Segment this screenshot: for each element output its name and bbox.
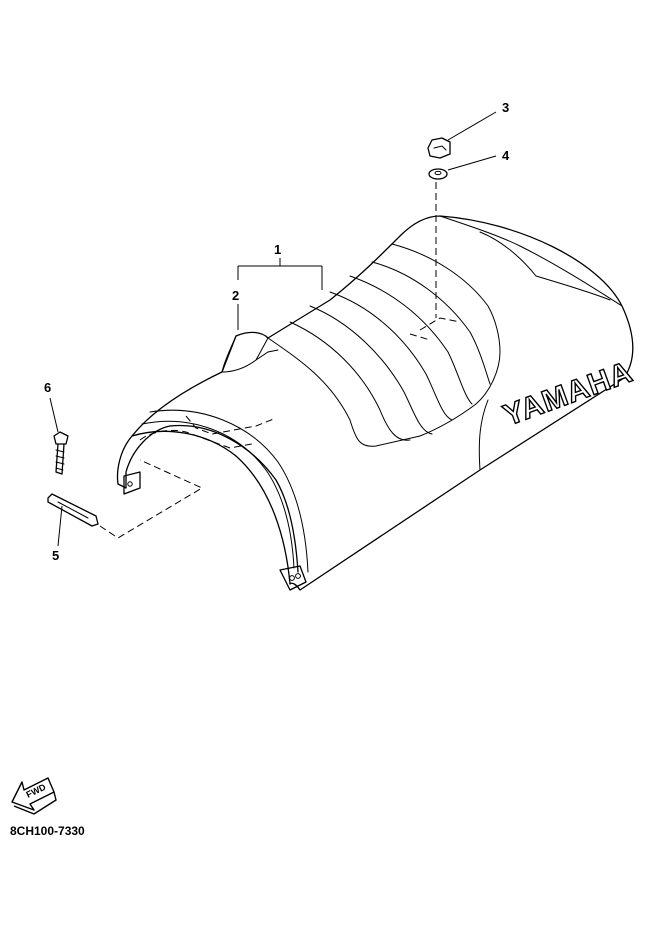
rear-mount-tab: [279, 565, 307, 591]
cushion-rib-2: [289, 321, 411, 441]
strap-clip-icon: [47, 493, 99, 527]
screw-shank: [55, 443, 65, 475]
fwd-arrow-shadow: [13, 791, 57, 815]
callout-3: 3: [502, 100, 509, 115]
cushion-rib-6: [371, 261, 491, 385]
hidden-stud-line: [419, 317, 461, 331]
part-code-label: 8CH100-7330: [10, 824, 85, 838]
screw-part: [53, 431, 69, 475]
seat-outline: [131, 215, 634, 591]
fwd-arrow-icon: [11, 777, 55, 811]
seat-front-lip: [221, 335, 269, 373]
washer-hole: [434, 170, 442, 176]
seat-front-lip-edge: [255, 349, 279, 361]
cap-nut-icon: [427, 137, 451, 159]
callout-3-leader: [447, 111, 497, 141]
callout-5: 5: [52, 548, 59, 563]
callout-1: 1: [274, 242, 281, 257]
front-arch-inner: [169, 424, 299, 573]
front-arch-left: [116, 425, 171, 489]
clip-install-line: [99, 459, 204, 539]
strap-clip-slot: [57, 501, 89, 519]
callout-2: 2: [232, 288, 239, 303]
callout-6-leader: [49, 397, 59, 433]
hidden-stud-line-2: [409, 333, 431, 341]
cushion-rear-edge: [419, 351, 501, 437]
callout-5-leader: [57, 505, 63, 547]
strap-clip-part: [47, 493, 99, 527]
washer-part: [428, 168, 448, 180]
screw-head-icon: [53, 431, 69, 445]
rear-mount-tab-hole-2: [295, 573, 301, 579]
washer-icon: [428, 168, 448, 180]
seat-side-skirt-line: [478, 399, 489, 471]
seat-rear-hump-line: [439, 215, 623, 307]
callout-4: 4: [502, 148, 510, 163]
front-mount-tab-hole: [127, 481, 133, 487]
cushion-rib-5: [349, 275, 473, 405]
callout-1-leader: [237, 258, 323, 290]
seat-rear-panel-line: [479, 231, 611, 301]
hidden-frame-line-1: [139, 429, 253, 449]
front-arch-edge-inner: [141, 420, 295, 569]
cushion-rib-1: [267, 337, 421, 447]
cushion-rib-4: [329, 291, 453, 421]
cushion-rib-3: [309, 305, 433, 435]
callout-6: 6: [44, 380, 51, 395]
screw-thread: [55, 449, 65, 471]
cap-nut-part: [427, 137, 451, 159]
rear-mount-tab-hole-1: [289, 575, 295, 581]
front-mount-tab: [123, 471, 141, 495]
seat-body: YAMAHA: [116, 215, 638, 591]
yamaha-logo: YAMAHA: [499, 355, 637, 432]
fwd-arrow: FWD: [11, 777, 57, 815]
cushion-rib-7: [391, 243, 501, 353]
cap-nut-detail: [433, 145, 447, 151]
callout-group: 1 2 3 4 5 6: [44, 100, 510, 563]
callout-4-leader: [447, 155, 497, 171]
front-arch-edge: [149, 409, 309, 573]
